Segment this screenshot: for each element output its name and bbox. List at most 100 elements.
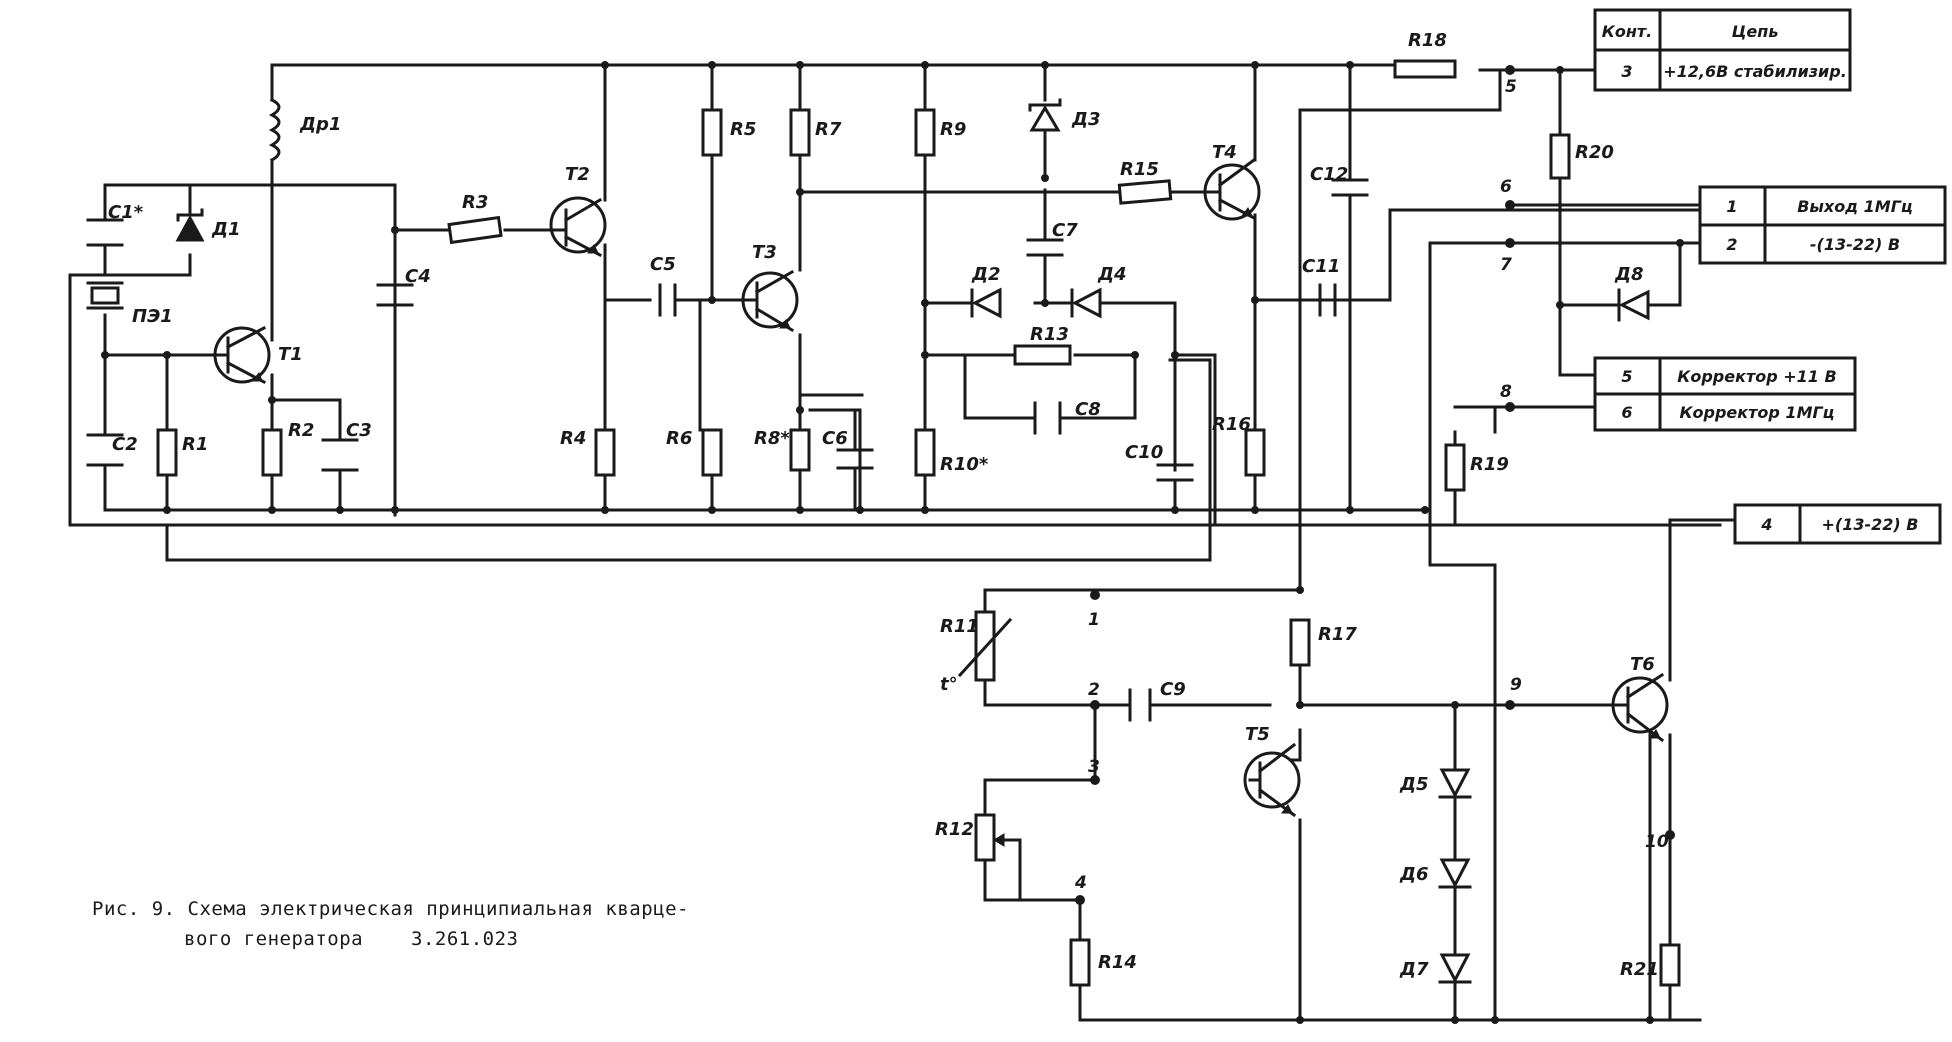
resistor-r8 <box>789 428 811 472</box>
label-r3: R3 <box>462 192 488 213</box>
component-labels: Др1 С1* Д1 ПЭ1 Т1 С2 R1 R2 С3 С4 R3 Т2 R… <box>108 30 1659 980</box>
label-r15: R15 <box>1120 159 1159 180</box>
table-row-contact: 5 <box>1621 367 1632 386</box>
label-c6: С6 <box>822 428 848 449</box>
label-r6: R6 <box>666 428 692 449</box>
caption-line-2-row: вого генератора 3.261.023 <box>92 928 689 950</box>
trimmer-r12 <box>974 813 1007 862</box>
resistor-r3 <box>447 215 503 245</box>
node-7: 7 <box>1500 255 1512 275</box>
resistor-r5 <box>701 108 723 157</box>
label-r19: R19 <box>1470 454 1509 475</box>
transistor-t4 <box>1203 157 1261 221</box>
connector-table: Конт. Цепь 3 +12,6В стабилизир. 1 Выход … <box>1593 8 1947 545</box>
inductor-dr1 <box>268 97 281 163</box>
table-row-circuit: +12,6В стабилизир. <box>1663 62 1847 81</box>
label-r17: R17 <box>1318 624 1357 645</box>
resistor-r7 <box>789 108 811 157</box>
label-d5: Д5 <box>1399 774 1429 795</box>
label-d1: Д1 <box>211 219 241 240</box>
diode-d1 <box>175 208 205 242</box>
table-header-contact: Конт. <box>1602 22 1652 41</box>
label-c5: С5 <box>650 254 676 275</box>
resistor-r15 <box>1117 179 1173 205</box>
resistor-r21 <box>1659 943 1681 987</box>
label-r1: R1 <box>182 434 208 455</box>
node-3: 3 <box>1088 757 1100 777</box>
label-c7: С7 <box>1052 220 1078 241</box>
capacitor-c9 <box>1128 688 1152 722</box>
resistor-r14 <box>1069 938 1091 987</box>
node-6: 6 <box>1500 177 1512 197</box>
caption-doc-number: 3.261.023 <box>411 928 519 950</box>
resistors <box>156 59 1681 987</box>
label-c3: С3 <box>346 420 372 441</box>
caption-line-2: вого генератора <box>184 928 364 950</box>
crystal-pe1 <box>86 281 124 310</box>
capacitor-c12 <box>1331 178 1369 197</box>
figure-caption: Рис. 9. Схема электрическая принципиальн… <box>92 898 689 950</box>
resistor-r1 <box>156 428 178 477</box>
table-row-contact: 6 <box>1621 403 1632 422</box>
resistor-r10 <box>914 428 936 477</box>
table-header-circuit: Цепь <box>1732 22 1779 41</box>
capacitor-c1 <box>86 218 124 247</box>
diodes <box>175 98 1650 997</box>
label-c9: С9 <box>1160 679 1186 700</box>
label-c11: С11 <box>1302 256 1340 277</box>
label-t5: Т5 <box>1245 724 1270 745</box>
resistor-r6 <box>701 428 723 477</box>
transistors <box>193 157 1669 818</box>
label-r20: R20 <box>1575 142 1614 163</box>
label-r11: R11 <box>940 616 979 637</box>
resistor-r13 <box>1013 344 1072 366</box>
label-d8: Д8 <box>1614 264 1644 285</box>
diode-d8 <box>1608 288 1650 322</box>
label-r18: R18 <box>1408 30 1447 51</box>
label-r10: R10* <box>940 454 989 475</box>
transistor-t2 <box>546 196 607 258</box>
node-markers <box>1075 65 1702 905</box>
node-numbers: 1 2 3 4 5 6 7 8 9 10 <box>1074 77 1669 893</box>
capacitor-c2 <box>86 433 124 467</box>
label-t6: Т6 <box>1630 654 1655 675</box>
label-t4: Т4 <box>1212 142 1237 163</box>
label-t1: Т1 <box>278 344 303 365</box>
capacitor-c7 <box>1026 238 1064 257</box>
caption-line-1: Рис. 9. Схема электрическая принципиальн… <box>92 898 689 920</box>
thermistor-r11 <box>957 610 1013 682</box>
resistor-r17 <box>1289 618 1311 667</box>
diode-d5 <box>1438 753 1472 799</box>
table-row-contact: 2 <box>1726 235 1737 254</box>
node-10: 10 <box>1645 832 1669 852</box>
label-c10: С10 <box>1125 442 1163 463</box>
table-row-circuit: Корректор 1МГц <box>1679 403 1834 422</box>
label-d7: Д7 <box>1399 959 1429 980</box>
transistor-t3 <box>736 269 799 333</box>
label-t2: Т2 <box>565 164 590 185</box>
capacitor-c5 <box>658 283 677 317</box>
junction-dots <box>101 61 1684 1024</box>
resistor-r20 <box>1549 133 1571 180</box>
resistor-r2 <box>261 428 283 477</box>
resistor-r9 <box>914 108 936 157</box>
table-row-contact: 4 <box>1760 515 1772 534</box>
label-thermistor: t° <box>940 674 958 695</box>
label-r16: R16 <box>1212 414 1251 435</box>
label-t3: Т3 <box>752 242 777 263</box>
label-r14: R14 <box>1098 952 1137 973</box>
table-row-contact: 1 <box>1726 197 1737 216</box>
label-d2: Д2 <box>971 264 1001 285</box>
diode-d2 <box>960 287 1002 319</box>
capacitor-c10 <box>1156 463 1194 482</box>
label-c12: С12 <box>1310 164 1348 185</box>
label-d4: Д4 <box>1097 264 1127 285</box>
label-r7: R7 <box>815 119 842 140</box>
label-r13: R13 <box>1030 324 1069 345</box>
label-c8: С8 <box>1075 399 1101 420</box>
diode-d7 <box>1438 948 1472 997</box>
label-dr1: Др1 <box>299 114 341 135</box>
node-1: 1 <box>1088 610 1100 630</box>
label-d6: Д6 <box>1399 864 1429 885</box>
